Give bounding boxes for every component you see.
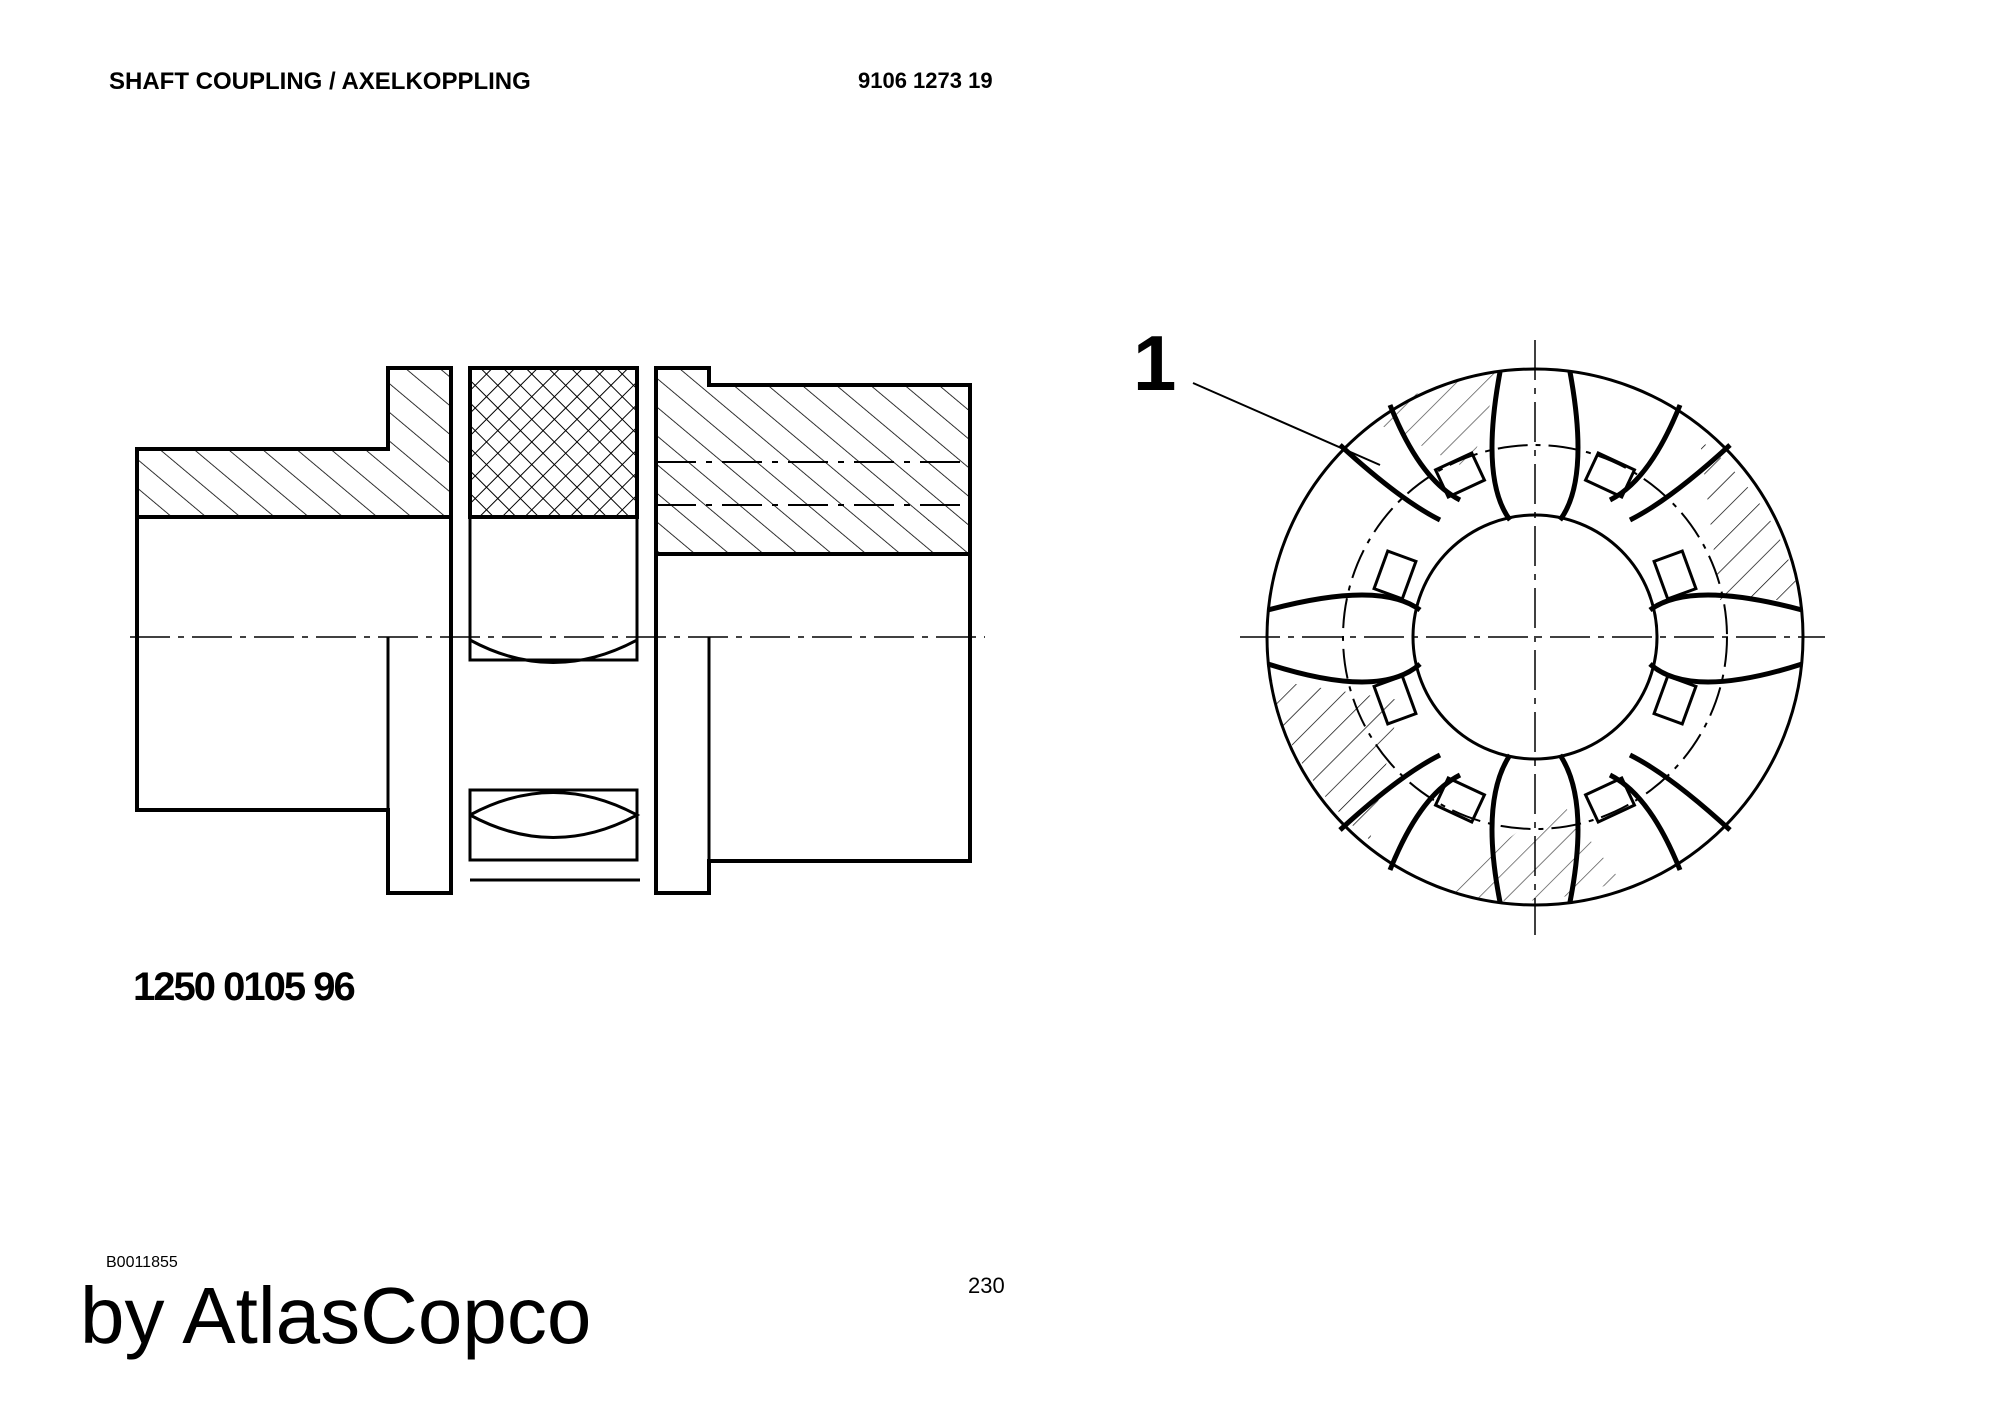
callout-label: 1 <box>1133 319 1177 407</box>
hatched-jaw-right <box>1700 440 1800 600</box>
brand-text: by AtlasCopco <box>80 1271 592 1360</box>
elastomer-spider-section <box>468 366 639 519</box>
hatched-jaw-left <box>1270 680 1400 840</box>
coupling-end-view <box>1192 340 1825 935</box>
left-hub-body <box>135 517 453 895</box>
callout-leader <box>1192 382 1381 466</box>
reference-code: B0011855 <box>106 1254 178 1271</box>
part-number: 1250 0105 96 <box>133 965 356 1009</box>
left-hub-section <box>135 366 453 519</box>
coupling-side-view <box>130 366 985 895</box>
right-hub-body <box>654 554 972 895</box>
document-number: 9106 1273 19 <box>858 68 993 93</box>
page-number: 230 <box>968 1273 1005 1298</box>
page-title: SHAFT COUPLING / AXELKOPPLING <box>109 68 531 95</box>
